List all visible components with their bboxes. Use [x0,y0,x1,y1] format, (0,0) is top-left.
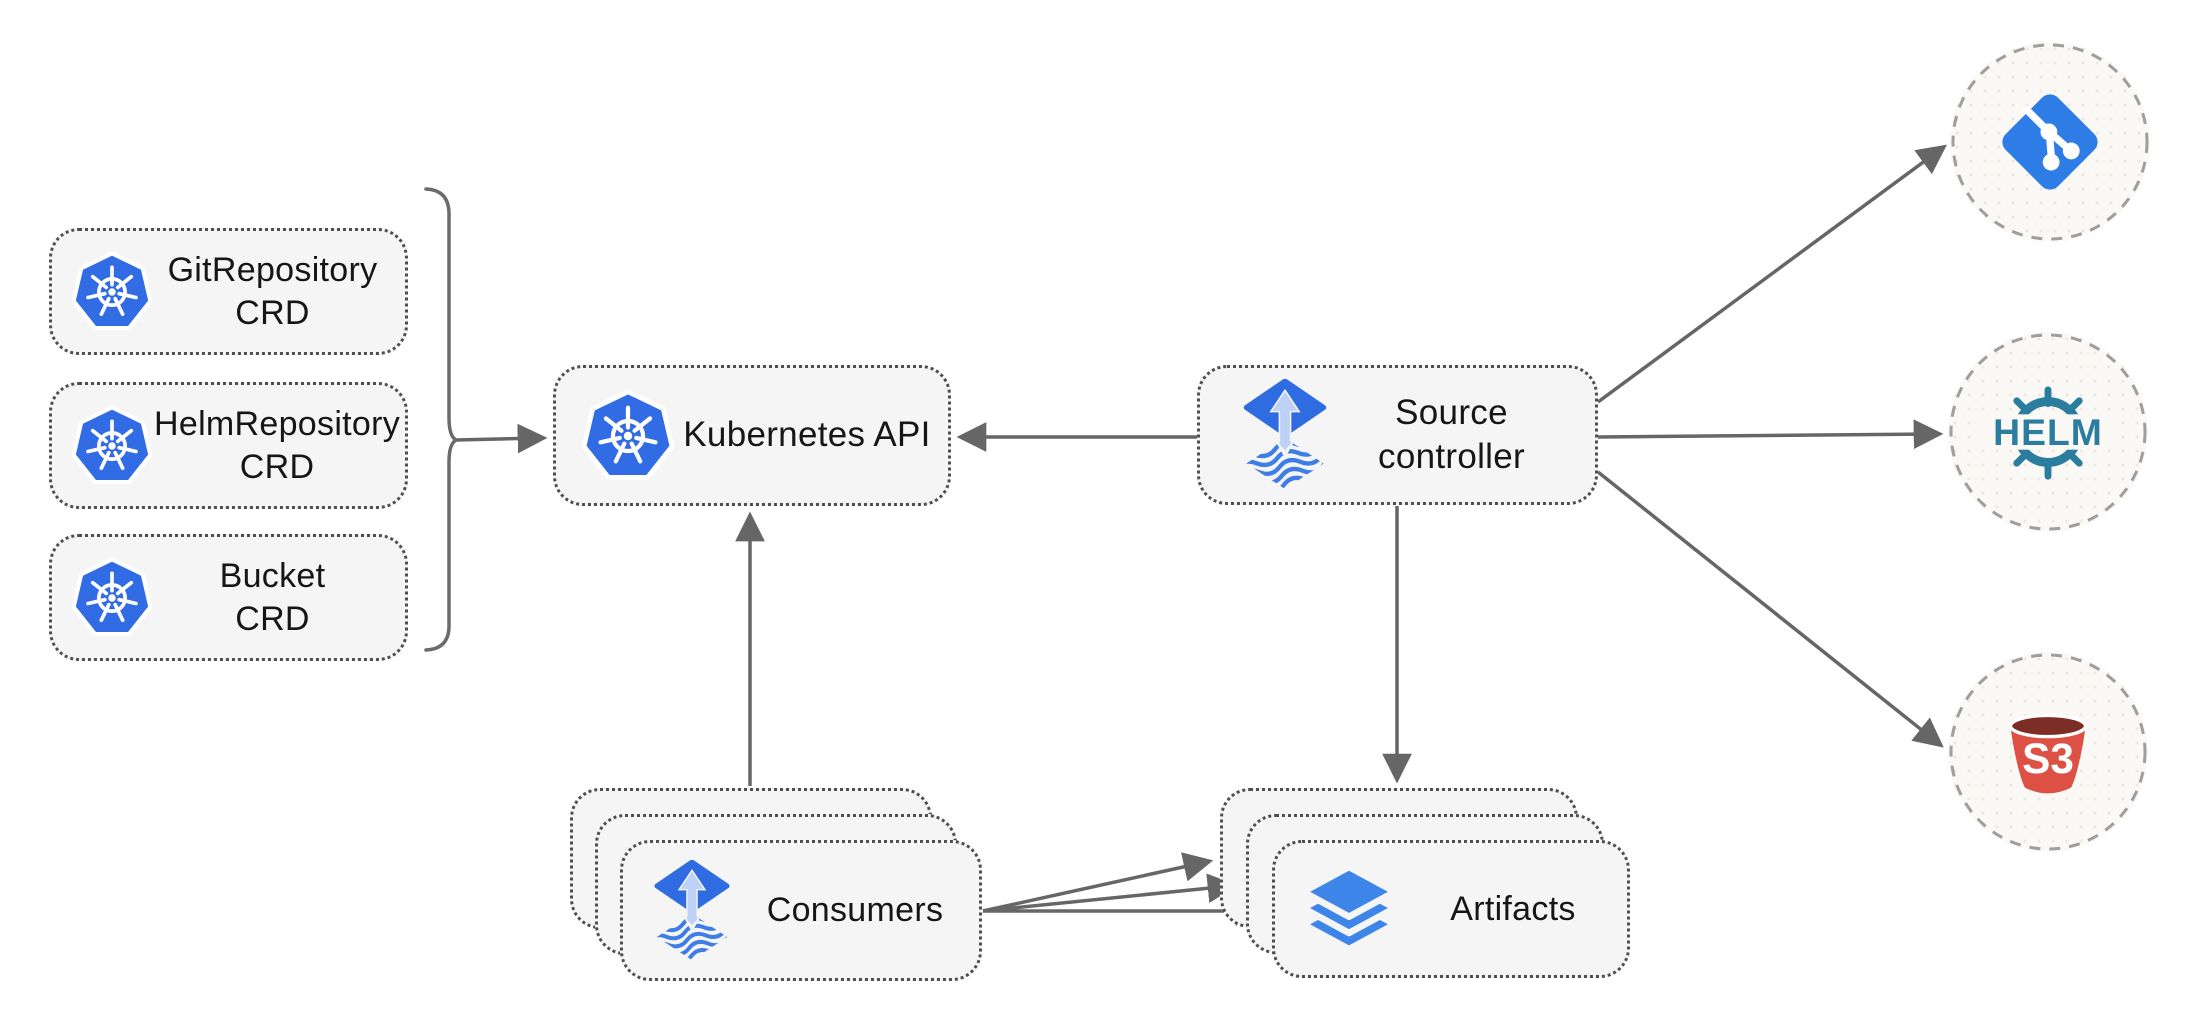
s3-bucket-icon [1995,702,2101,802]
kubernetes-api-label: Kubernetes API [683,415,931,455]
layers-icon [1299,865,1399,953]
flux-icon [1242,379,1328,491]
kubernetes-api-node: Kubernetes API [553,365,951,506]
arrow-source-controller-to-git [1596,144,1947,404]
helm-icon [1974,377,2122,487]
kubernetes-icon [70,557,154,639]
bucket-crd-label: Bucket CRD [219,556,326,638]
consumers-node: Consumers [620,840,982,981]
artifacts-label: Artifacts [1450,889,1576,928]
kubernetes-icon [70,405,154,487]
arrow-source-controller-to-s3 [1596,470,1944,748]
s3-source-circle [1948,652,2148,852]
arrow-source-controller-to-helm [1597,419,1944,450]
source-controller-label: Source controller [1378,392,1525,476]
consumers-label: Consumers [766,891,944,930]
flux-icon [653,860,731,962]
kubernetes-icon [580,389,676,483]
arrow-crds-to-kubernetes-api [455,423,548,454]
helmrepository-crd-node: HelmRepository CRD [49,382,408,509]
kubernetes-icon [70,251,154,333]
crd-group-bracket [424,187,460,652]
arrow-consumers-to-artifacts-back [982,852,1214,913]
bucket-crd-node: Bucket CRD [49,534,408,661]
gitrepository-crd-label: GitRepository CRD [167,250,378,332]
helmrepository-crd-label: HelmRepository CRD [154,404,401,486]
git-icon [1994,86,2106,198]
source-controller-node: Source controller [1197,365,1598,505]
git-source-circle [1950,42,2150,242]
helm-source-circle [1948,332,2148,532]
arrow-consumers-to-artifacts-middle [982,873,1238,913]
artifacts-node: Artifacts [1272,840,1630,978]
gitrepository-crd-node: GitRepository CRD [49,228,408,355]
